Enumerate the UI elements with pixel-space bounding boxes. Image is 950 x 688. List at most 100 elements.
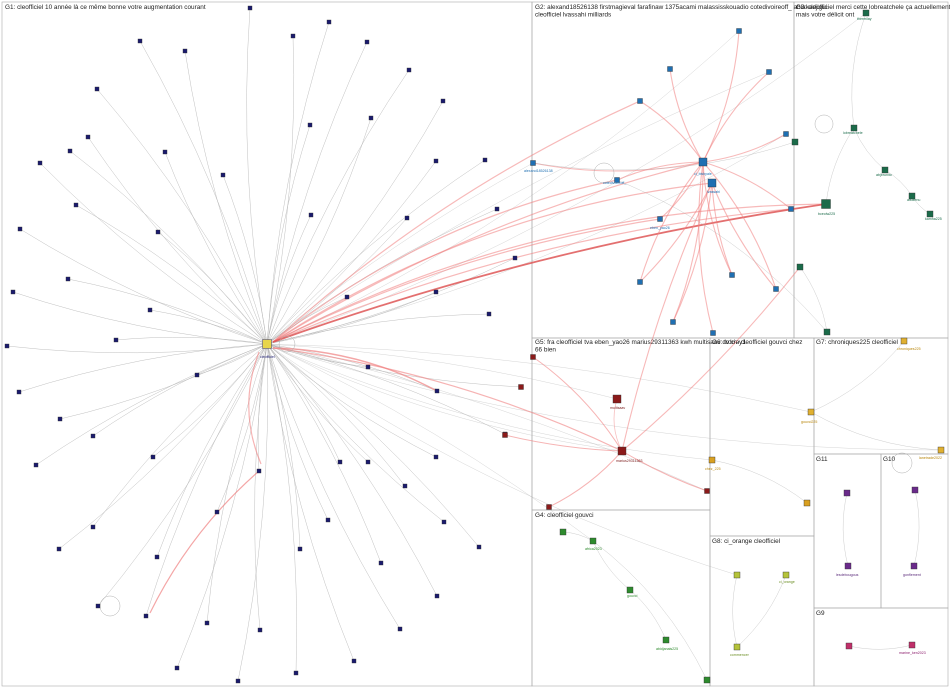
g8-node [733,643,741,651]
g1-node [235,678,241,684]
group-box-g10 [880,453,949,609]
node-label-g8-b: commencer [730,653,750,657]
hub-edge [266,343,341,463]
self-loop [593,162,615,184]
group-label-g3-line2: mais votre délicit ont [796,12,854,19]
group-label-g5: G5: fra cleofficiel tva eben_yao26 mariu… [535,339,748,354]
g3-node [908,192,916,200]
red-edge [532,356,623,452]
g5-node [612,394,622,404]
g1-node [364,39,370,45]
hub-edge [266,214,312,345]
gray-edge [810,411,942,451]
gray-edge [592,540,708,681]
hub-node [262,339,272,349]
group-box-g5 [531,337,711,511]
red-edge [702,133,787,163]
g1-node [194,372,200,378]
g6-node [708,456,716,464]
gray-edge [592,540,631,591]
hub-edge [145,343,268,617]
node-label-g2-mid: lvassahi [707,190,720,194]
group-box-g7 [813,337,949,455]
node-label-g2-center: ci_bisbyale [694,172,712,176]
self-loop [99,595,121,617]
g1-node [512,255,518,261]
red-edge [149,470,260,614]
group-box-g3 [793,1,949,339]
g8-node [733,571,741,579]
g1-node [441,519,447,525]
g5-node [704,488,710,494]
group-box-g4 [531,509,711,687]
gray-edge [616,179,828,333]
hub-edge [266,343,401,630]
group-label-g2: G2: alexand18526138 firstmagieval farafi… [535,4,829,19]
hub-edge [266,343,438,597]
hub-edge [266,343,623,452]
red-edge [272,161,704,343]
group-box-g6 [709,337,815,537]
hub-edge [266,343,480,548]
hub-edge [96,88,268,345]
g4-node [589,537,597,545]
hub-edge [157,231,268,345]
node-label-g7-a: chroniques225 [897,347,921,351]
hub-edge [266,343,355,662]
gray-edge [810,340,905,413]
hub-edge [59,343,268,420]
node-label-g9-a: marine_ken2023 [899,651,926,655]
self-loop [278,335,296,353]
red-edge [672,182,713,323]
red-edge [711,182,733,276]
gray-edge [711,459,808,504]
g1-node [162,149,168,155]
g3-node [850,124,858,132]
red-edge [702,161,733,276]
g1-node [365,364,371,370]
group-box-g9 [813,607,949,687]
hub-edge [266,160,437,345]
group-label-g7: G7: chroniques225 cleofficiel [816,339,898,346]
g2-node [729,272,735,278]
g1-node [33,462,39,468]
g1-node [368,115,374,121]
g1-node [143,613,149,619]
g4-node [662,636,670,644]
hub-edge [266,162,534,345]
g3-node [823,328,831,336]
g1-node [325,517,331,523]
hub-edge [176,343,268,669]
gray-edge [799,266,828,333]
g1-node [440,98,446,104]
hub-edge [266,291,437,345]
node-label-g11-a: lesdebougous [836,573,859,577]
g5-node [546,504,552,510]
hub-edge [266,343,812,413]
g1-node [257,627,263,633]
group-label-g3-line1: G3: cleofficiel merci cette lobreatchele… [796,4,950,11]
g1-node [308,212,314,218]
hub-edge [87,136,268,345]
g2-node [637,98,643,104]
hub-edge [156,343,268,558]
g1-node [16,389,22,395]
g6-node [803,499,811,507]
red-edge [548,450,623,508]
g2-node [698,157,708,167]
group-label-g3: G3: cleofficiel merci cette lobreatchele… [796,4,950,19]
hub-edge [266,203,827,345]
self-loop [814,114,834,134]
node-label-g8-a: ci_orange [779,580,795,584]
red-edge [616,161,704,181]
g1-node [337,459,343,465]
hub-edge [266,343,369,463]
group-box-g11 [813,453,882,609]
g1-node [404,215,410,221]
g1-node [57,416,63,422]
red-edge [702,161,777,290]
hub-edge [266,343,301,550]
g1-node [65,276,71,282]
red-edge [711,182,777,290]
